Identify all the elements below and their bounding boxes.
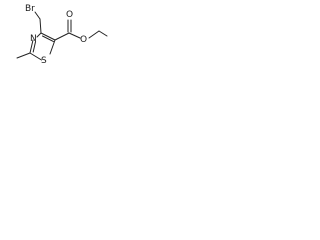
bond-c2-n	[29, 39, 34, 54]
bonds	[16, 11, 108, 61]
atom-labels: Br N S O O	[25, 4, 87, 66]
bond-c4-ch2	[39, 18, 42, 34]
atom-ring-nitrogen: N	[30, 34, 37, 44]
bond-c4-c5	[40, 32, 56, 41]
chemical-structure: Br N S O O	[16, 4, 108, 66]
bond-s-c2	[29, 52, 42, 61]
bond-ethyl-ch2-ch3	[98, 30, 108, 37]
bond-ester-o-ch2	[88, 30, 100, 39]
bond-n-c4	[36, 32, 42, 38]
bond-c2-n-double	[32, 40, 37, 53]
bond-c5-carbonyl	[54, 32, 70, 41]
atom-ring-sulfur: S	[41, 56, 47, 66]
bond-c2-methyl	[16, 52, 31, 59]
atom-ester-oxygen: O	[80, 35, 87, 45]
bond-carbonyl-ester-o	[68, 32, 81, 39]
bond-c5-s	[49, 39, 56, 55]
bond-c4-c5-double	[42, 35, 54, 43]
bond-ch2-br	[34, 11, 41, 20]
atom-bromine: Br	[25, 4, 35, 14]
atom-carbonyl-oxygen: O	[66, 10, 73, 20]
